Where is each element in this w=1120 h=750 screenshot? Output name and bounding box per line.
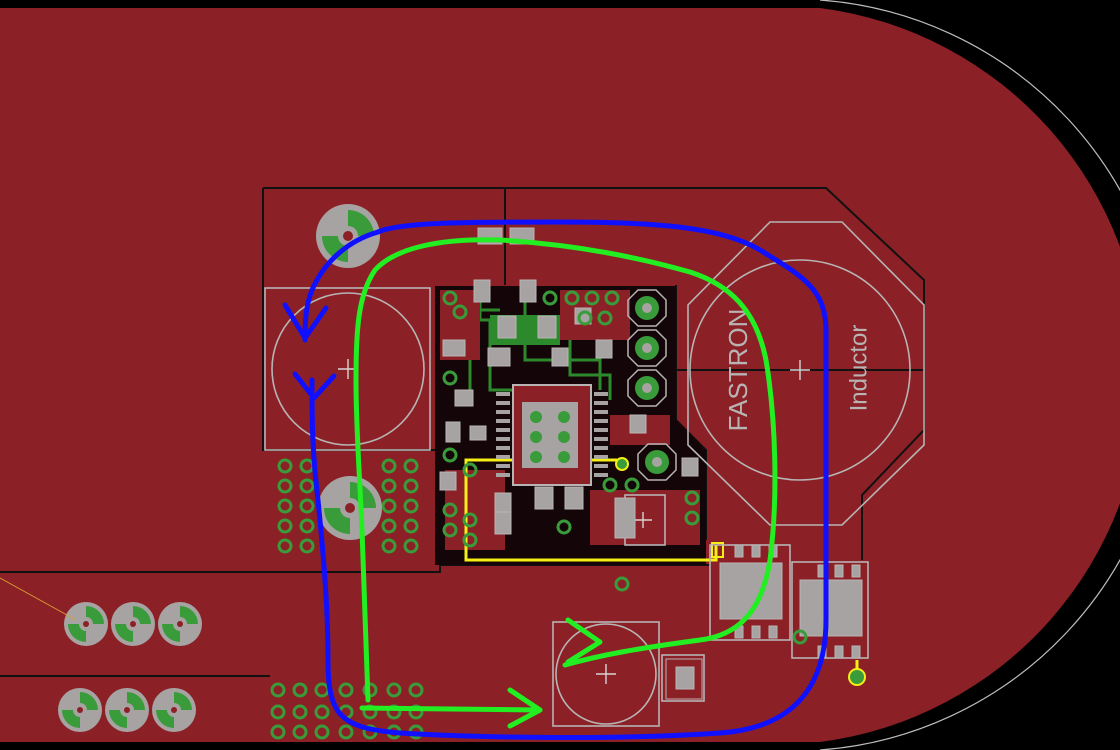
outer-current-loop [282,219,829,741]
keepout-pad [711,542,724,558]
ratsnest-line [0,577,77,621]
board-outline-arc [819,0,1120,750]
via-arrays [270,290,808,740]
smd-pads [439,227,863,700]
ic-pins-right [594,392,608,477]
inner-current-loop [353,237,778,729]
inductor-name-label: Inductor [845,325,872,412]
ic-pins-left [496,392,510,477]
test-point [848,668,866,686]
ic-u1 [496,384,608,486]
large-through-hole-pads [58,204,382,732]
test-point [615,457,629,471]
header-pins [627,289,677,481]
inductor-brand-label: FASTRON [723,309,753,432]
